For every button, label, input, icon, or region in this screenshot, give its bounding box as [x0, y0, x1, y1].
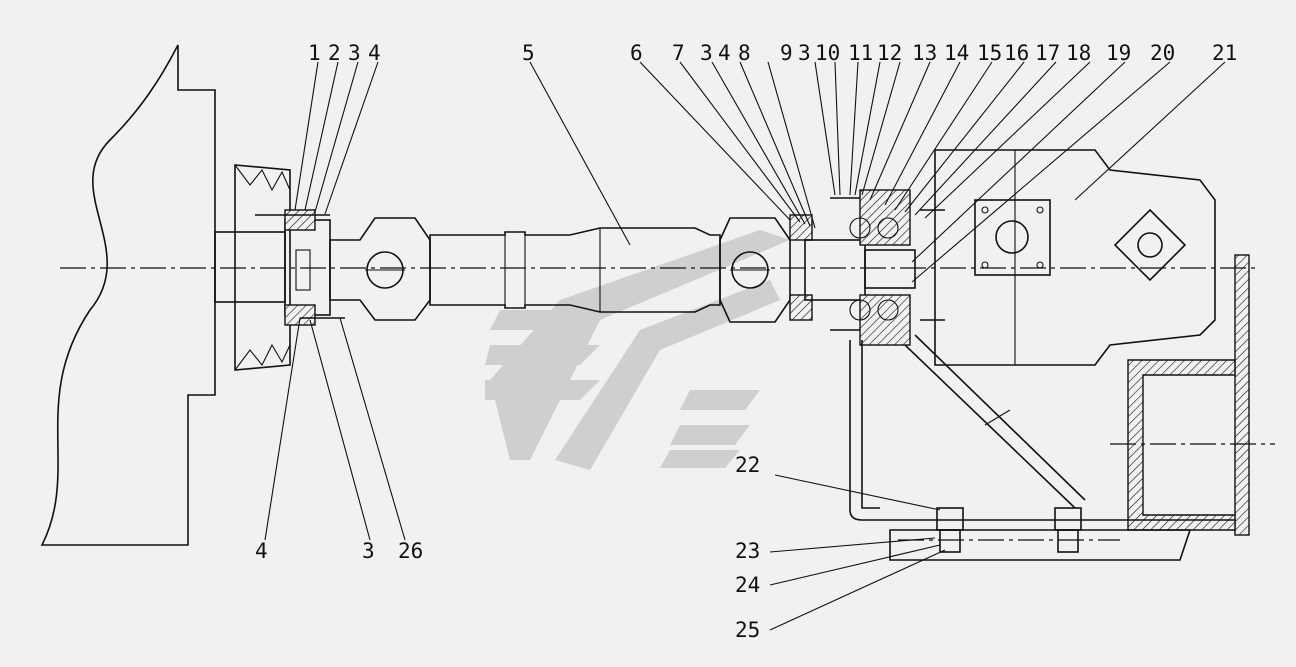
label-8: 8: [738, 41, 751, 65]
top-labels: 1 2 3 4 5 6 7 3 4 8 9 3 10 11 12 13 14 1…: [308, 41, 1237, 65]
label-9: 9: [780, 41, 793, 65]
label-16: 16: [1004, 41, 1029, 65]
label-6: 6: [630, 41, 643, 65]
leader-lines: [264, 61, 1226, 631]
label-15: 15: [977, 41, 1002, 65]
label-22: 22: [735, 453, 760, 477]
label-11: 11: [848, 41, 873, 65]
label-12: 12: [877, 41, 902, 65]
label-3b: 3: [700, 41, 713, 65]
label-1: 1: [308, 41, 321, 65]
bearing-housing: [789, 189, 945, 346]
label-20: 20: [1150, 41, 1175, 65]
label-24: 24: [735, 573, 760, 597]
label-3: 3: [348, 41, 361, 65]
label-5: 5: [522, 41, 535, 65]
label-13: 13: [912, 41, 937, 65]
label-4-bottom: 4: [255, 539, 268, 563]
label-23: 23: [735, 539, 760, 563]
pump-body: [934, 149, 1216, 366]
label-4b: 4: [718, 41, 731, 65]
watermark-logo: [485, 230, 790, 470]
label-17: 17: [1035, 41, 1060, 65]
label-19: 19: [1106, 41, 1131, 65]
right-labels: 22 23 24 25: [735, 453, 760, 642]
label-10: 10: [815, 41, 840, 65]
label-3c: 3: [798, 41, 811, 65]
left-universal-joint: [329, 217, 431, 321]
label-26: 26: [398, 539, 423, 563]
label-3-bottom: 3: [362, 539, 375, 563]
label-18: 18: [1066, 41, 1091, 65]
label-14: 14: [944, 41, 969, 65]
engine-block: [40, 44, 216, 546]
bottom-labels: 4 3 26: [255, 539, 423, 563]
label-7: 7: [672, 41, 685, 65]
label-2: 2: [328, 41, 341, 65]
label-25: 25: [735, 618, 760, 642]
label-21: 21: [1212, 41, 1237, 65]
drive-shaft: [429, 227, 721, 313]
label-4: 4: [368, 41, 381, 65]
frame-bracket: [849, 254, 1250, 561]
